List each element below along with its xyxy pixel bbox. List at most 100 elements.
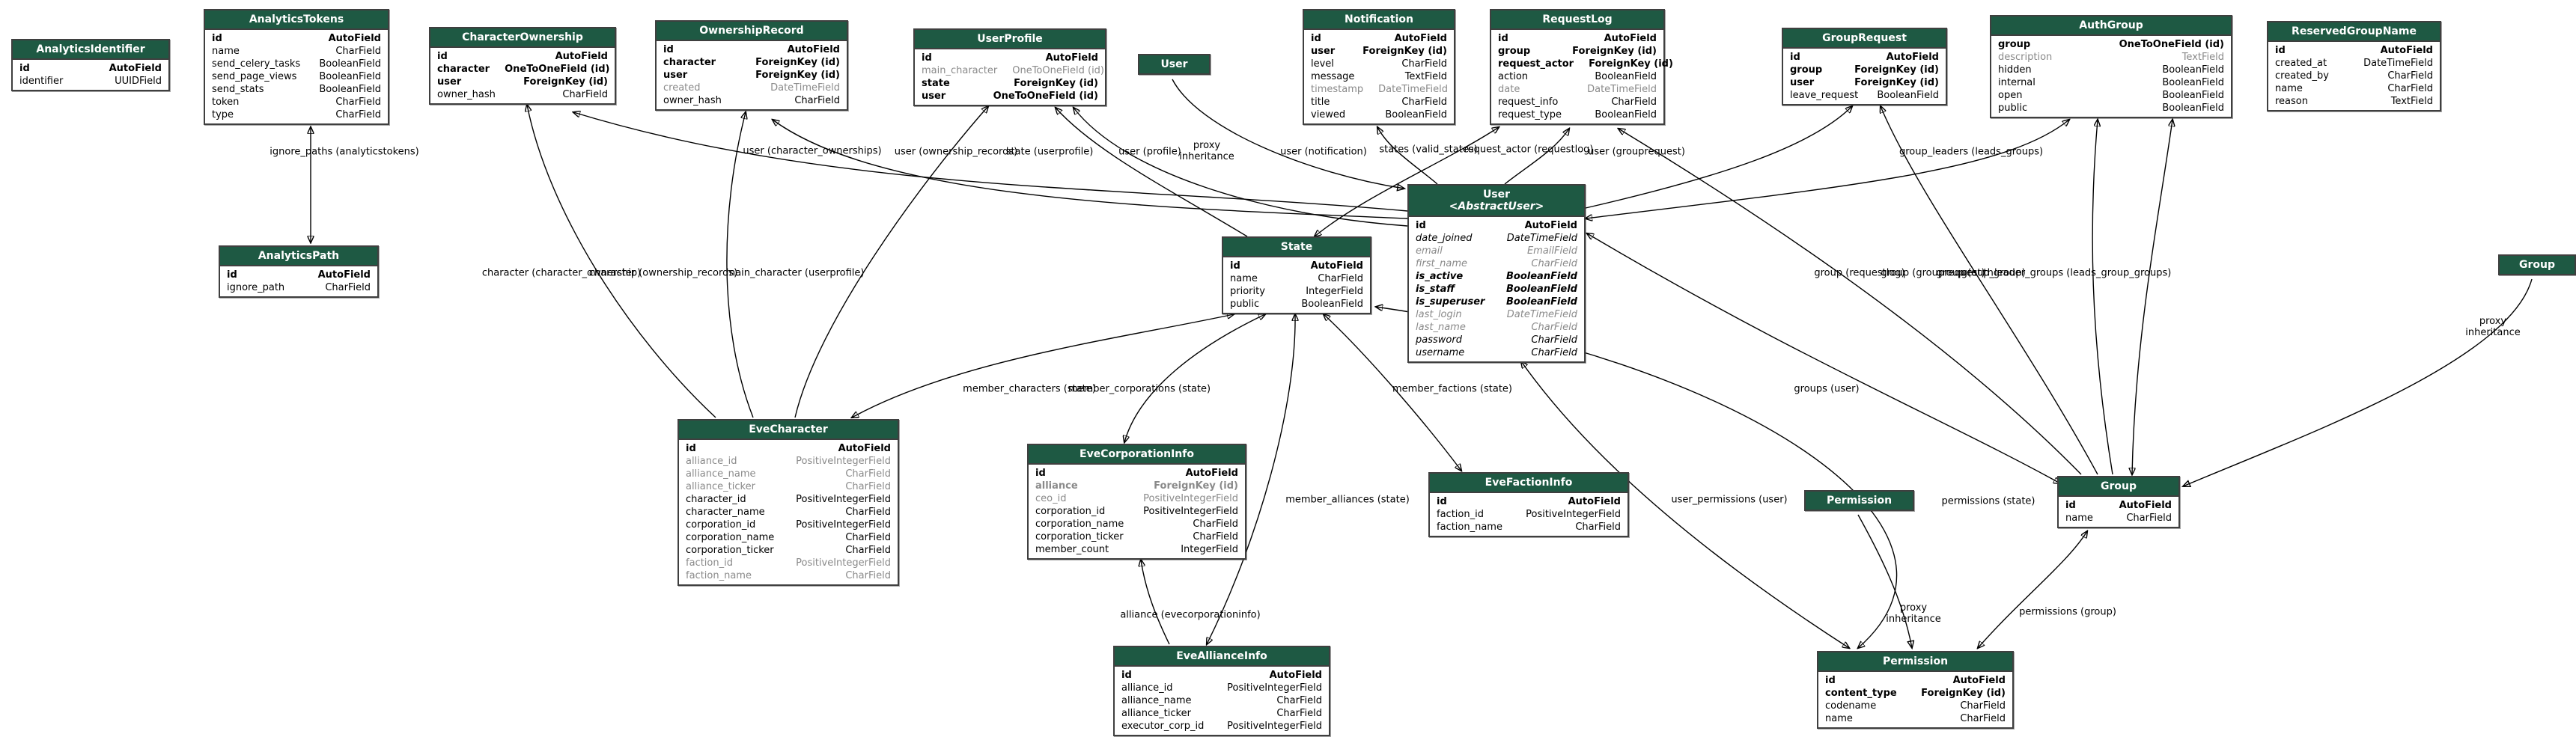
field-type: CharField (1960, 700, 2006, 712)
field-name: priority (1230, 286, 1265, 297)
entity-title: OwnershipRecord (657, 22, 847, 41)
field-type: BooleanField (319, 84, 381, 95)
field-type: CharField (2387, 70, 2433, 82)
field-type: DateTimeField (770, 82, 840, 94)
edge-character-character-ownership (527, 105, 716, 418)
field-type: AutoField (787, 44, 840, 55)
field-name: corporation_name (686, 532, 775, 543)
entity-title: Group (2059, 477, 2178, 497)
edge-label: group (authgroup) (1936, 267, 2026, 279)
edge-member-corporations (1124, 314, 1265, 442)
field-type: ForeignKey (id) (1854, 77, 1939, 88)
field-type: BooleanField (1506, 296, 1577, 308)
field-type: PositiveIntegerField (1227, 682, 1322, 694)
field-name: corporation_name (1035, 519, 1124, 530)
field-type: AutoField (1269, 670, 1322, 681)
entity-title: User (1139, 55, 1209, 73)
field-name: send_celery_tasks (212, 58, 301, 70)
entity-title: Group (2500, 256, 2575, 274)
field-name: send_page_views (212, 71, 297, 82)
field-name: alliance_name (1121, 695, 1192, 706)
edge-user-profile (1074, 108, 1408, 227)
entity-name-text: Group (2518, 259, 2555, 271)
field-name: ceo_id (1035, 493, 1067, 504)
entity-name-text: RequestLog (1542, 13, 1613, 25)
field-type: ForeignKey (id) (755, 57, 840, 68)
edge-permissions-group (1978, 531, 2087, 648)
field-type: CharField (2126, 513, 2172, 524)
field-name: character_name (686, 507, 765, 518)
field-name: executor_corp_id (1121, 721, 1205, 732)
field-type: ForeignKey (id) (1014, 78, 1098, 89)
field-type: BooleanField (1506, 271, 1577, 282)
entity-title: RequestLog (1491, 10, 1663, 30)
edge-label: alliance (evecorporationinfo) (1120, 609, 1261, 621)
field-type: AutoField (2380, 45, 2433, 56)
field-name: id (1825, 675, 1836, 686)
edge-label: group_leader_groups (leads_group_groups) (1961, 267, 2172, 279)
field-type: AutoField (1394, 33, 1447, 44)
field-name: owner_hash (663, 95, 722, 106)
edge-label: proxy inheritance (1179, 140, 1234, 162)
field-type: CharField (562, 89, 608, 100)
field-name: request_actor (1498, 58, 1574, 70)
field-name: character (663, 57, 716, 68)
field-type: BooleanField (1301, 299, 1363, 310)
edge-group-authgroup (2092, 120, 2113, 475)
field-type: BooleanField (1595, 109, 1657, 120)
field-type: TextField (2181, 52, 2224, 63)
field-name: id (1437, 496, 1447, 507)
field-type: CharField (845, 507, 891, 518)
field-name: alliance_id (686, 456, 737, 467)
field-name: created (663, 82, 701, 94)
edge-alliance-evecorporationinfo (1141, 560, 1170, 645)
field-name: request_type (1498, 109, 1562, 120)
field-type: BooleanField (1595, 71, 1657, 82)
field-name: id (2275, 45, 2286, 56)
field-type: BooleanField (319, 71, 381, 82)
edge-label: main_character (userprofile) (725, 267, 865, 279)
field-type: PositiveIntegerField (1143, 493, 1238, 504)
field-type: PositiveIntegerField (796, 519, 891, 531)
edge-label: member_alliances (state) (1285, 494, 1410, 506)
entity-table-user: User (1138, 54, 1211, 75)
edge-character-ownership-records (726, 112, 754, 418)
field-name: date (1498, 84, 1520, 95)
field-type: AutoField (1886, 52, 1939, 63)
edge-label: request_actor (requestlog) (1464, 144, 1594, 156)
field-type: CharField (335, 109, 381, 120)
field-type: ForeignKey (id) (755, 70, 840, 81)
edge-user-notification (1377, 127, 1438, 185)
field-type: AutoField (555, 51, 608, 62)
edge-label: permissions (group) (2019, 606, 2116, 618)
field-type: BooleanField (2162, 64, 2224, 76)
